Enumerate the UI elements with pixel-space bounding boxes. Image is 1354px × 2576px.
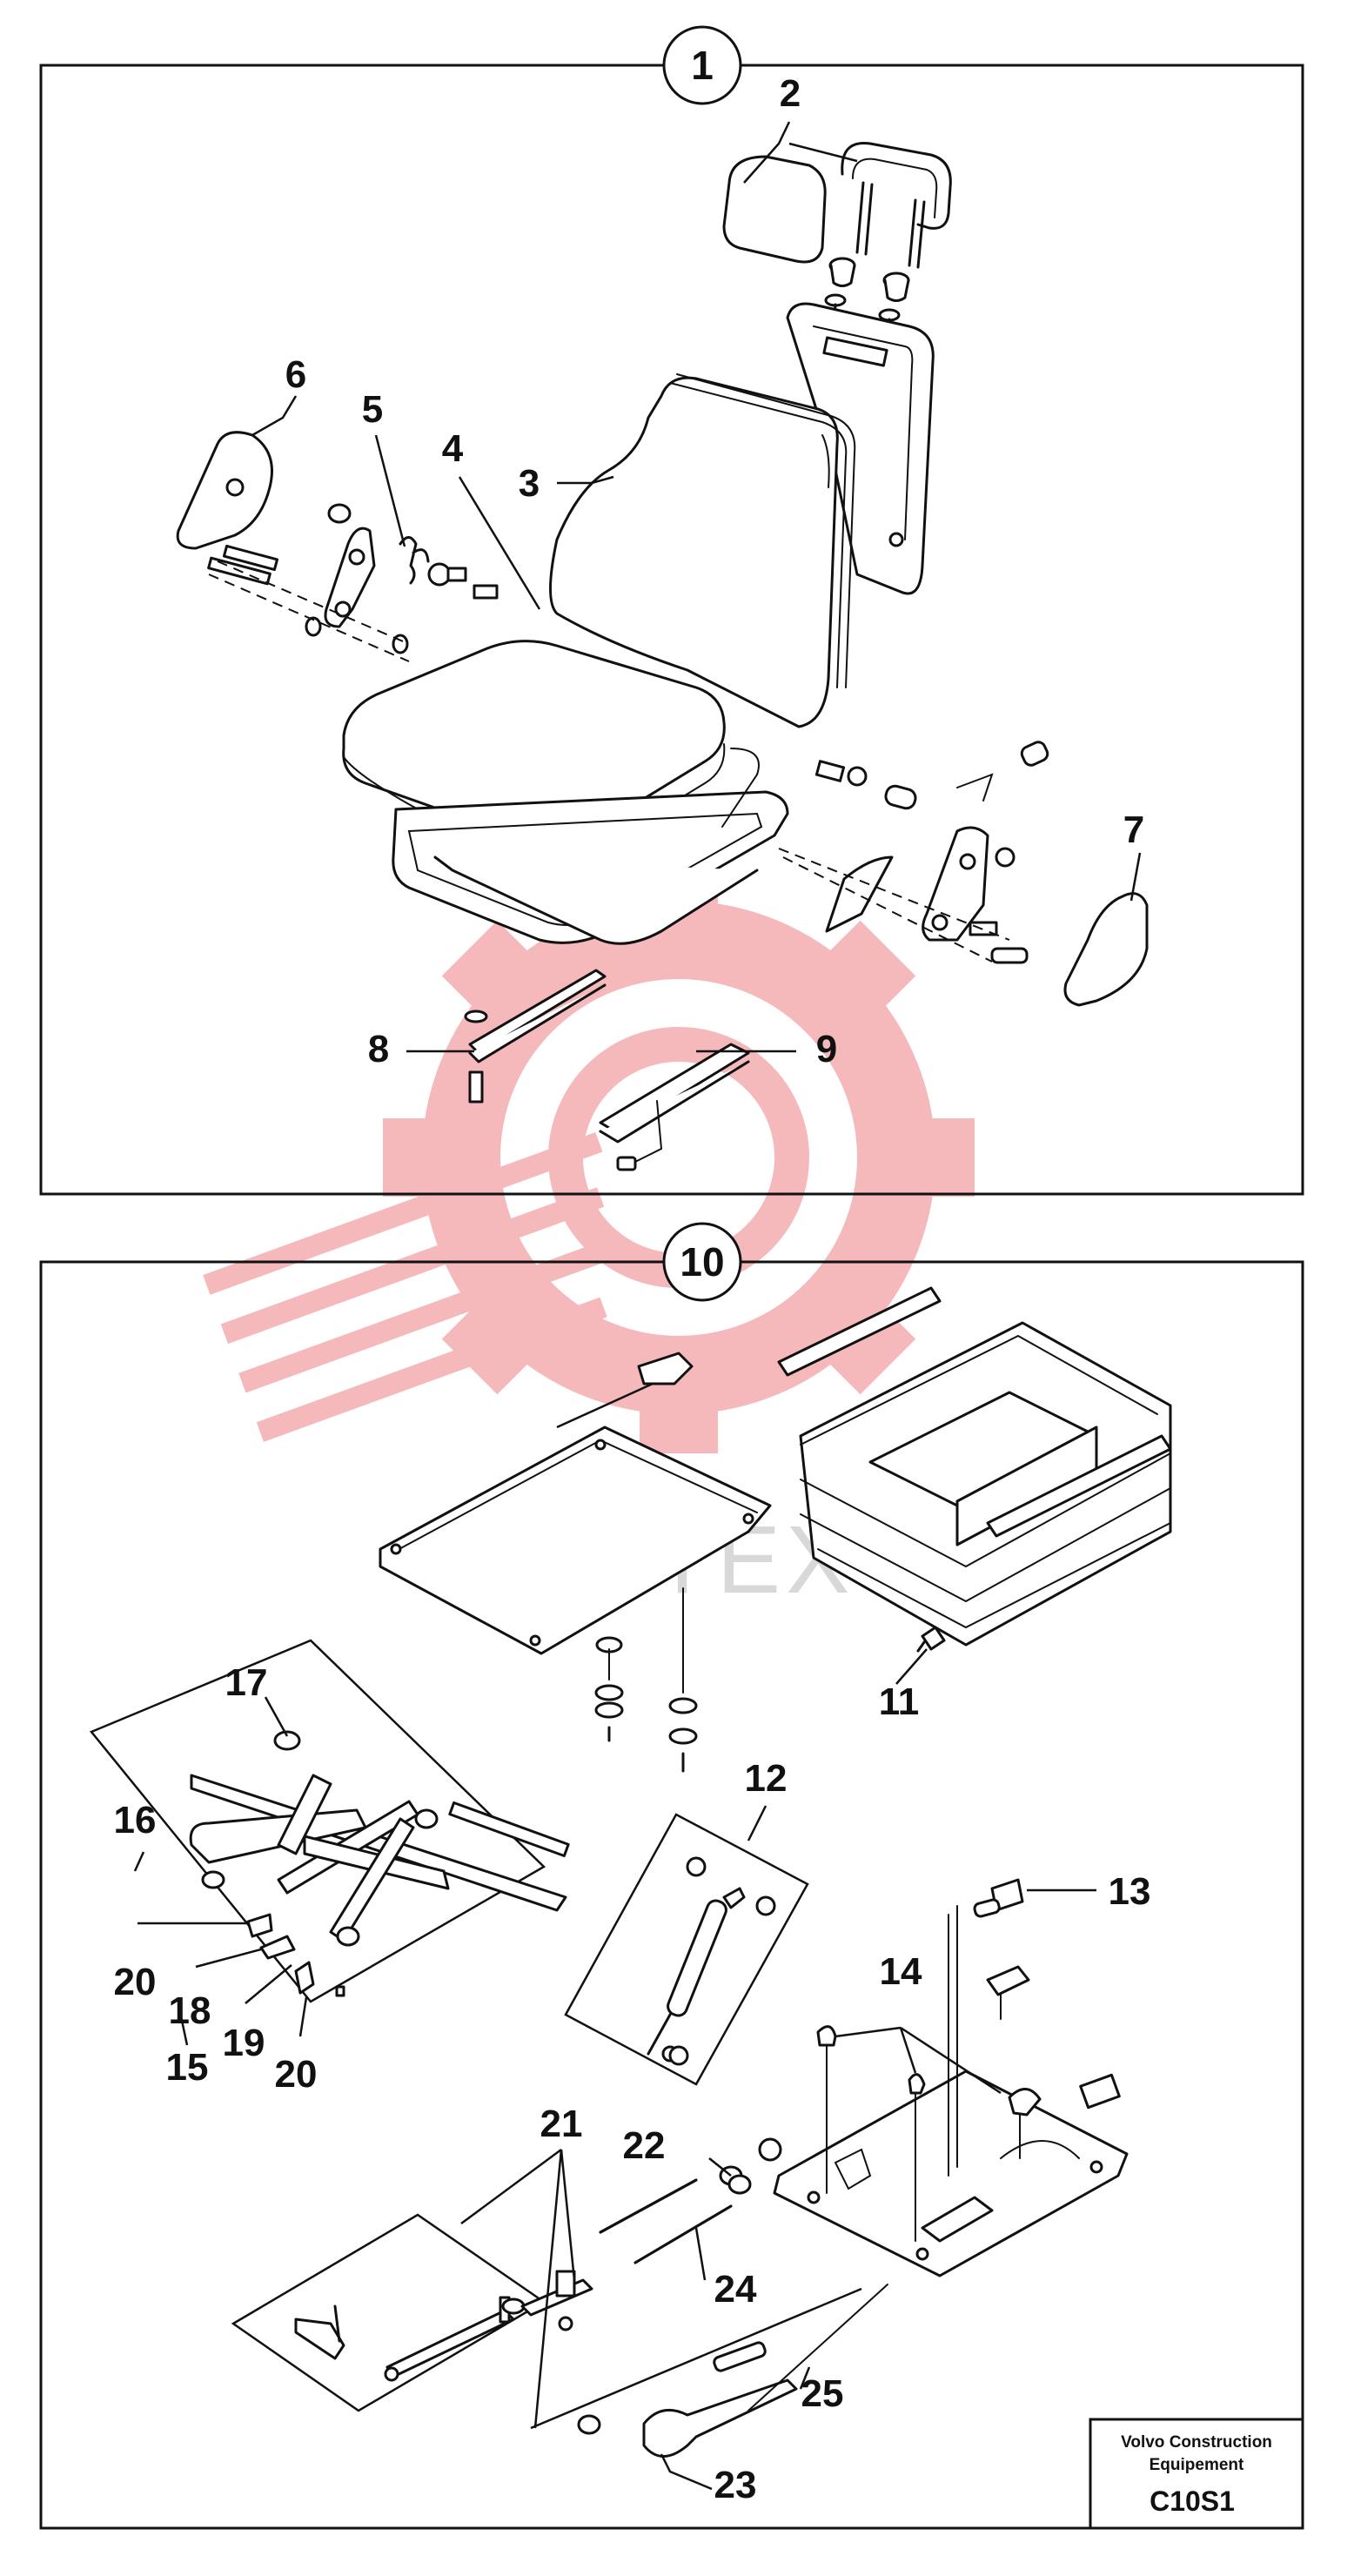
part-seat-frame [392, 748, 789, 945]
part-spring-clip [399, 536, 430, 585]
part-top-plate [379, 1352, 772, 1655]
part-labels: 2 3 4 5 6 7 8 9 11 12 13 14 15 16 17 18 … [114, 72, 1151, 2506]
label-part-20-a: 20 [114, 1961, 157, 2003]
part-stud-bolts [816, 1878, 1121, 2242]
part-headrest [722, 141, 952, 269]
part-right-hardware [814, 741, 1049, 810]
label-part-13: 13 [1109, 1870, 1151, 1913]
svg-text:1: 1 [691, 43, 714, 88]
section-1-callout: 1 [662, 25, 742, 105]
part-bolt [916, 1626, 946, 1653]
label-part-19: 19 [223, 2022, 265, 2064]
assembly-line-right-b [782, 856, 993, 963]
part-armrest-left [176, 431, 273, 550]
label-part-2: 2 [780, 72, 801, 115]
part-backrest-cushion [549, 373, 856, 728]
label-part-6: 6 [285, 353, 306, 396]
assembly-line-right-a [778, 848, 1010, 941]
label-part-14: 14 [880, 1950, 922, 1993]
part-lever-assembly [294, 2270, 593, 2382]
part-backrest-frame [786, 302, 935, 595]
label-part-18: 18 [169, 1989, 211, 2032]
label-part-22: 22 [623, 2124, 666, 2167]
label-part-3: 3 [519, 462, 540, 505]
company-line2: Equipement [1150, 2456, 1244, 2474]
part-headrest-bushings [824, 257, 910, 345]
leader-top-plate [556, 1382, 654, 1429]
label-part-7: 7 [1123, 808, 1144, 851]
label-part-5: 5 [362, 388, 383, 431]
part-slide-rail-right [599, 1043, 750, 1171]
assembly-line-left-b [208, 574, 410, 662]
section-10-callout: 10 [662, 1222, 742, 1302]
leader-lines-scissor [133, 1696, 308, 2046]
label-part-21: 21 [540, 2103, 583, 2145]
part-bellows-housing [777, 1286, 1172, 1647]
part-adjuster-handle [577, 2284, 888, 2458]
company-line1: Volvo Construction [1121, 2433, 1272, 2452]
label-part-15: 15 [166, 2046, 209, 2089]
label-part-8: 8 [368, 1028, 389, 1070]
leader-lines-21-25 [460, 2148, 862, 2491]
part-springs [599, 2165, 752, 2264]
label-part-20-b: 20 [275, 2053, 318, 2096]
label-part-17: 17 [225, 1661, 268, 1704]
label-part-24: 24 [714, 2268, 757, 2311]
part-rubber-mounts [594, 1636, 698, 1773]
title-block: Volvo Construction Equipement C10S1 [1089, 2418, 1303, 2528]
drawing-code: C10S1 [1150, 2485, 1235, 2517]
label-part-16: 16 [114, 1799, 157, 1841]
label-part-12: 12 [745, 1757, 788, 1800]
part-armrest-right [1063, 892, 1149, 1007]
label-part-23: 23 [714, 2464, 757, 2506]
svg-text:10: 10 [680, 1239, 724, 1285]
label-part-4: 4 [442, 427, 464, 470]
leader-lines-14-13 [835, 1888, 1096, 2095]
shock-group-outline [564, 1813, 809, 2086]
part-right-bracket [825, 826, 1029, 964]
part-shock-absorber [647, 1856, 782, 2162]
part-left-bracket [324, 503, 376, 628]
leader-12 [747, 1805, 767, 1841]
part-slide-rail-left [464, 969, 607, 1104]
label-part-11: 11 [879, 1680, 920, 1723]
scissor-group-outline [89, 1639, 546, 2003]
leader-lines-section-1 [251, 121, 1142, 1053]
part-scissor-mechanism [189, 1730, 570, 1997]
leader-11 [895, 1648, 928, 1685]
label-part-25: 25 [801, 2372, 844, 2415]
label-part-9: 9 [816, 1028, 837, 1070]
